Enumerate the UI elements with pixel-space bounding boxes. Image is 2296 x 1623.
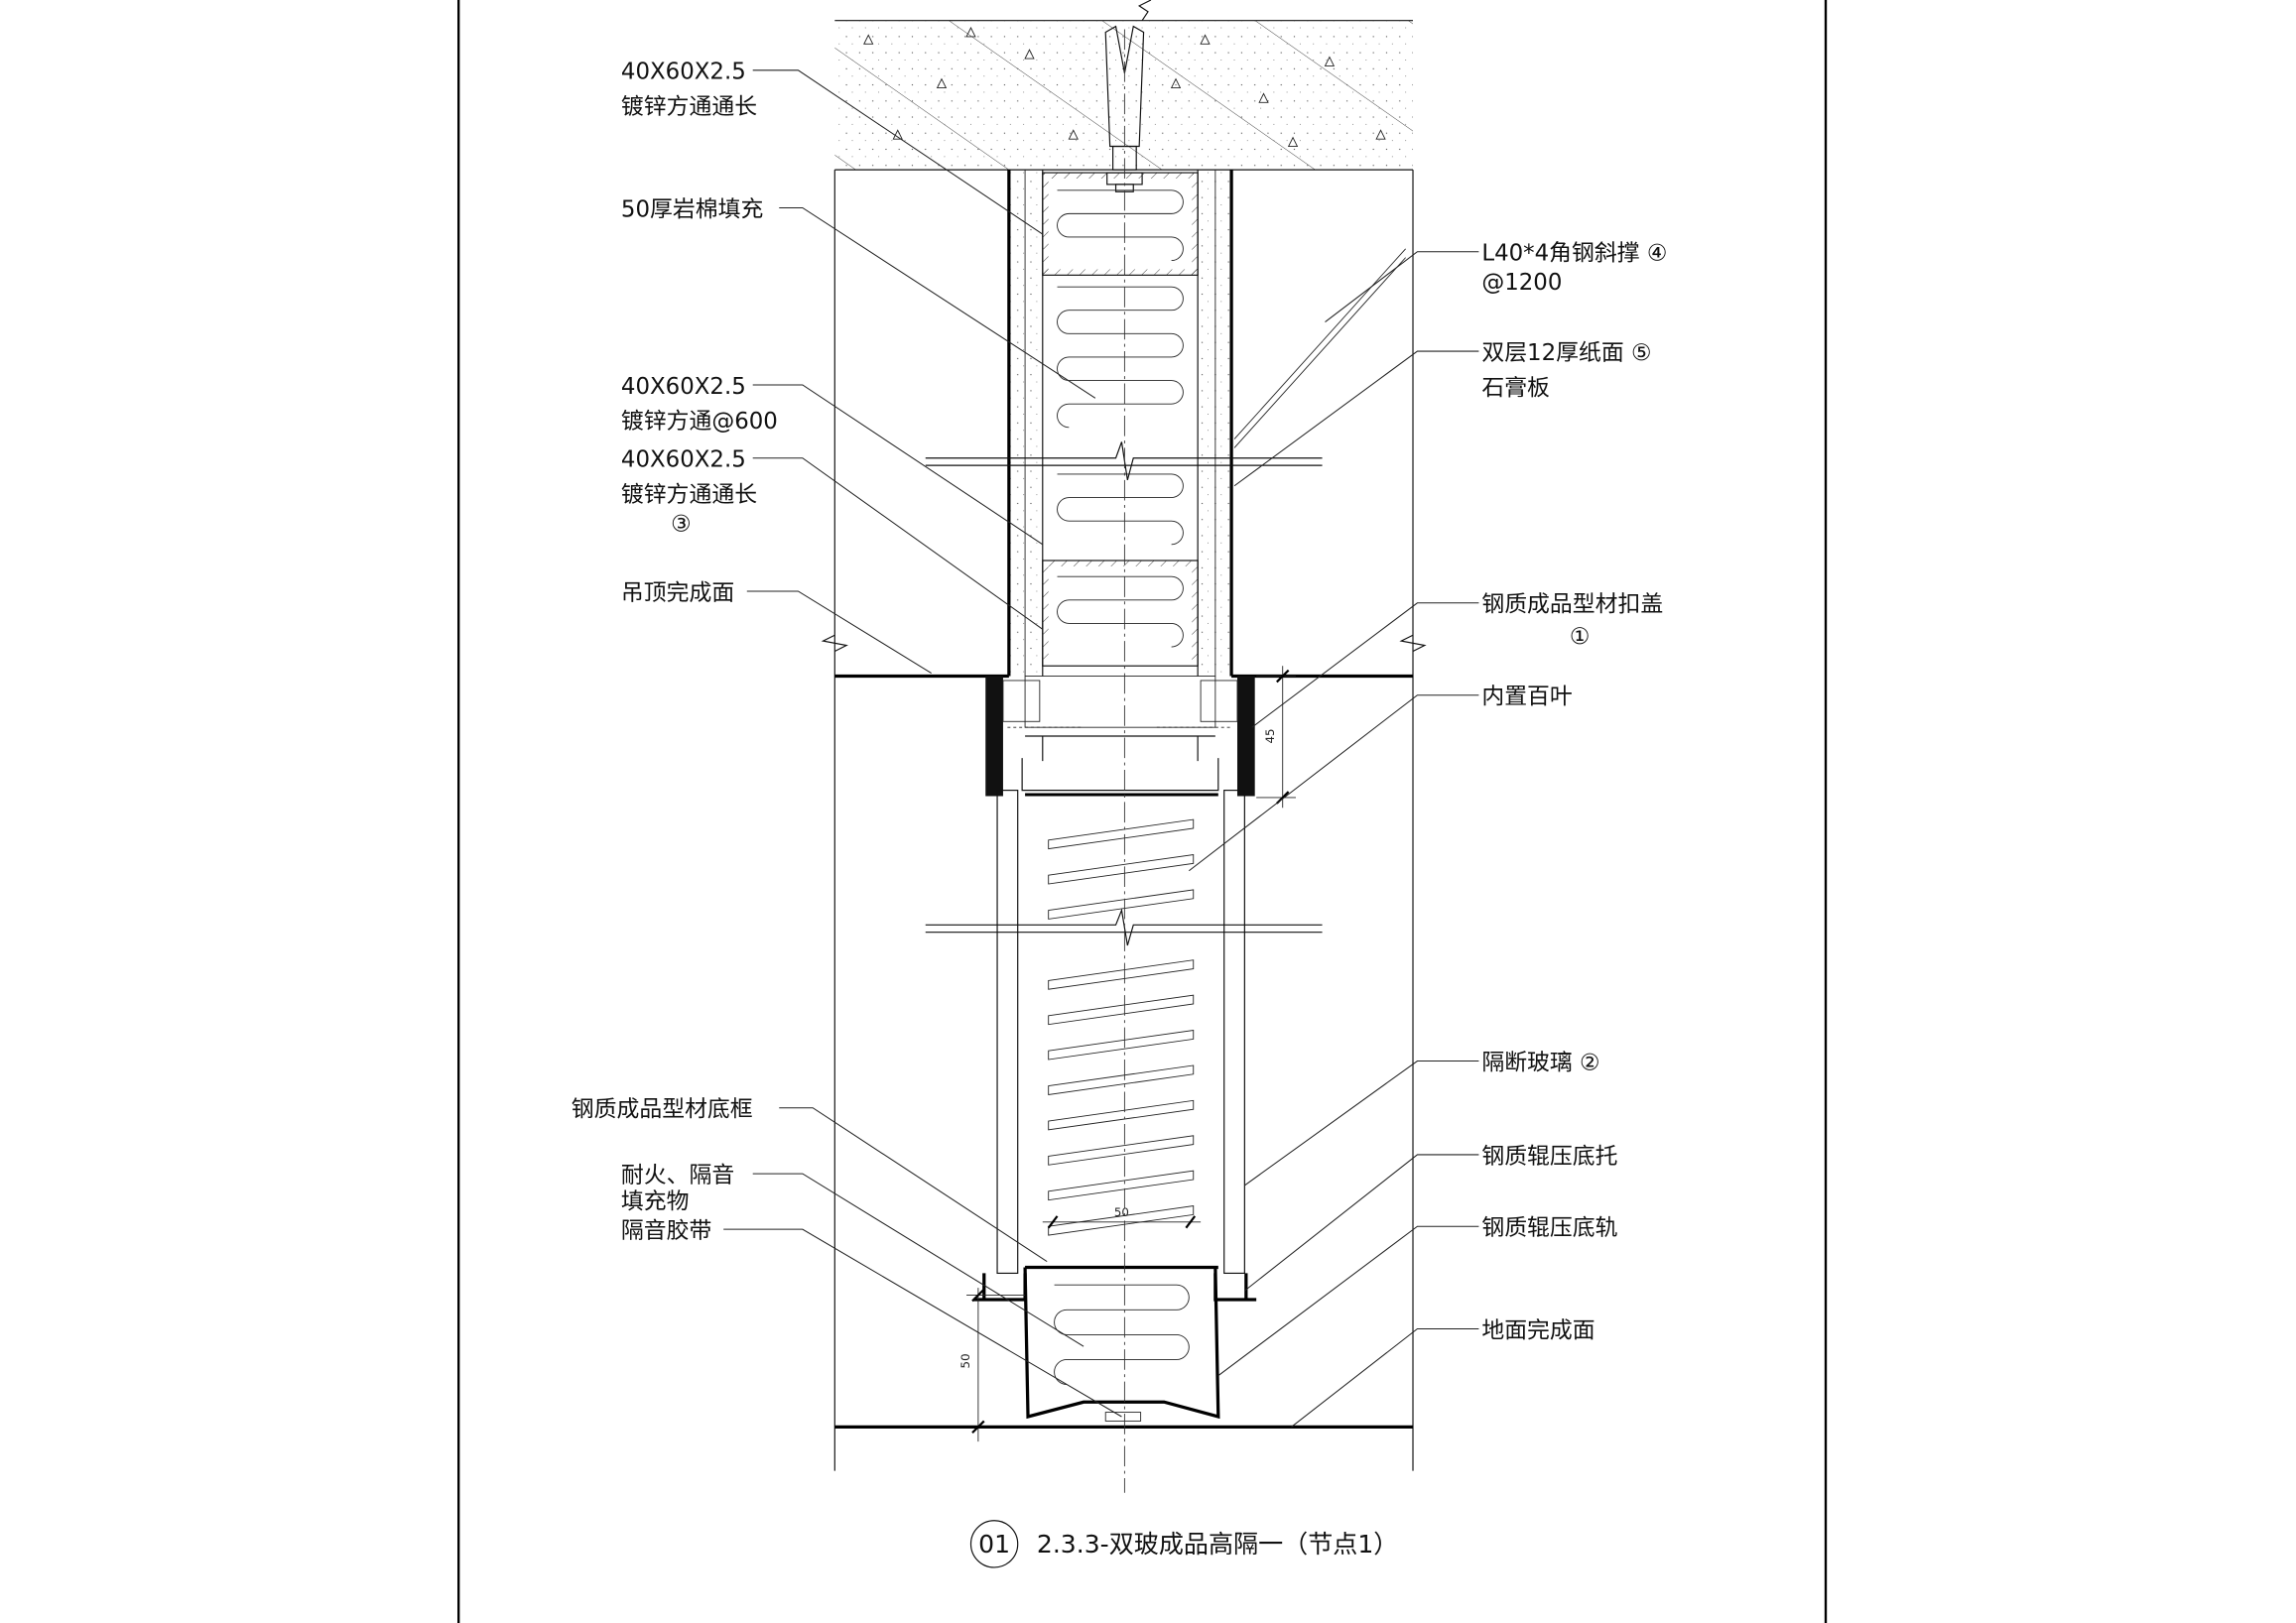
dimension-label: 50 bbox=[1114, 1205, 1129, 1219]
blind-slat bbox=[1048, 1064, 1195, 1095]
callout-tube-top: 40X60X2.5 镀锌方通通长 bbox=[621, 60, 1044, 235]
callout-gypsum-board: 双层12厚纸面 ⑤ 石膏板 bbox=[1233, 340, 1652, 487]
aggregate-mark bbox=[936, 77, 948, 88]
callout-text: 钢质辊压底托 bbox=[1481, 1144, 1617, 1170]
aggregate-mark bbox=[965, 27, 976, 38]
callout-text: 钢质辊压底轨 bbox=[1481, 1215, 1617, 1241]
break-line-lower bbox=[925, 908, 1323, 946]
callout-fire-acoustic-fill: 耐火、隔音 填充物 bbox=[621, 1163, 1084, 1347]
dimension-label: 45 bbox=[1263, 729, 1277, 744]
aggregate-mark bbox=[1258, 92, 1269, 103]
detail-title: 2.3.3-双玻成品高隔一（节点1） bbox=[1037, 1530, 1398, 1559]
blind-slat bbox=[1048, 1099, 1195, 1131]
bottom-track bbox=[973, 1265, 1257, 1422]
blind-slat bbox=[1048, 1170, 1195, 1201]
aggregate-mark bbox=[1170, 77, 1182, 88]
callout-acoustic-tape: 隔音胶带 bbox=[621, 1218, 1122, 1418]
blind-slat bbox=[1048, 1030, 1195, 1061]
upper-stud-wall bbox=[1007, 170, 1406, 677]
callout-text: 钢质成品型材扣盖 bbox=[1481, 592, 1663, 618]
callout-text: ③ bbox=[671, 511, 692, 537]
callout-bottom-rail: 钢质辊压底轨 bbox=[1217, 1215, 1618, 1377]
callout-text: 镀锌方通通长 bbox=[621, 94, 757, 120]
callout-text: 耐火、隔音 bbox=[621, 1163, 734, 1188]
aggregate-mark bbox=[1068, 129, 1079, 140]
aggregate-mark bbox=[1024, 49, 1035, 60]
blind-slat bbox=[1048, 1135, 1195, 1166]
callout-ceiling-finish: 吊顶完成面 bbox=[621, 580, 932, 675]
callout-text: ① bbox=[1570, 624, 1591, 650]
dimension-glass-gap: 50 bbox=[1042, 1205, 1202, 1229]
callout-text: 吊顶完成面 bbox=[621, 580, 734, 606]
callout-bottom-holder: 钢质辊压底托 bbox=[1244, 1144, 1618, 1292]
callout-rockwool: 50厚岩棉填充 bbox=[621, 196, 1096, 399]
callout-text: 钢质成品型材底框 bbox=[572, 1097, 753, 1123]
callout-text: 内置百叶 bbox=[1481, 685, 1572, 710]
blind-slat bbox=[1048, 818, 1195, 850]
rockwool-wave bbox=[1054, 1284, 1190, 1385]
aggregate-mark bbox=[1324, 56, 1336, 66]
callout-text: @1200 bbox=[1481, 270, 1562, 296]
rockwool-wave bbox=[1057, 189, 1184, 262]
aggregate-mark bbox=[1287, 136, 1299, 147]
callout-text: 隔断玻璃 ② bbox=[1481, 1050, 1599, 1075]
drawing-title: 01 2.3.3-双玻成品高隔一（节点1） bbox=[969, 1520, 1398, 1568]
aggregate-mark bbox=[1375, 129, 1386, 140]
callout-text: 50厚岩棉填充 bbox=[621, 196, 763, 222]
callout-text: 地面完成面 bbox=[1481, 1317, 1594, 1343]
aggregate-mark bbox=[1200, 34, 1211, 45]
detail-number-circle bbox=[969, 1520, 1019, 1568]
rockwool-fill bbox=[1057, 189, 1184, 648]
aggregate-mark bbox=[863, 34, 874, 45]
callout-text: 40X60X2.5 bbox=[621, 374, 746, 400]
detail-number: 01 bbox=[978, 1530, 1010, 1559]
rockwool-wave bbox=[1057, 575, 1184, 648]
callout-tube-bottom: 40X60X2.5 镀锌方通通长 ③ bbox=[621, 447, 1044, 630]
concrete-slab bbox=[834, 0, 1414, 171]
blind-slat bbox=[1048, 1205, 1195, 1236]
callout-tube-600: 40X60X2.5 镀锌方通@600 bbox=[621, 374, 1044, 546]
callout-text: 镀锌方通@600 bbox=[621, 409, 778, 435]
callout-text: 40X60X2.5 bbox=[621, 447, 746, 473]
rockwool-wave bbox=[1057, 473, 1184, 546]
rockwool-wave bbox=[1057, 286, 1184, 429]
callout-text: L40*4角钢斜撑 ④ bbox=[1481, 241, 1667, 267]
callout-partition-glass: 隔断玻璃 ② bbox=[1244, 1050, 1600, 1186]
partition-glass bbox=[996, 790, 1245, 1275]
callout-text: 隔音胶带 bbox=[621, 1218, 711, 1244]
dimension-label: 50 bbox=[958, 1353, 972, 1368]
callout-angle-brace: L40*4角钢斜撑 ④ @1200 bbox=[1325, 241, 1667, 322]
callout-text: 填充物 bbox=[621, 1189, 690, 1215]
dimension-track-height: 50 bbox=[958, 1288, 1026, 1442]
callout-floor-finish: 地面完成面 bbox=[1291, 1317, 1595, 1428]
callout-text: 镀锌方通通长 bbox=[621, 482, 757, 508]
blind-slat bbox=[1048, 959, 1195, 990]
callout-internal-blinds: 内置百叶 bbox=[1188, 685, 1573, 872]
steel-cap-profile bbox=[985, 676, 1255, 797]
internal-blinds bbox=[1048, 818, 1195, 1236]
callout-text: 40X60X2.5 bbox=[621, 60, 746, 85]
blind-slat bbox=[1048, 854, 1195, 885]
aggregate-mark bbox=[892, 129, 903, 140]
callout-cap-profile: 钢质成品型材扣盖 ① bbox=[1251, 592, 1663, 728]
dimension-cap-height: 45 bbox=[1256, 666, 1296, 809]
callout-text: 石膏板 bbox=[1481, 375, 1550, 401]
callout-text: 双层12厚纸面 ⑤ bbox=[1481, 340, 1651, 366]
blind-slat bbox=[1048, 994, 1195, 1026]
blind-slat bbox=[1048, 889, 1195, 920]
callout-bottom-frame: 钢质成品型材底框 bbox=[572, 1097, 1048, 1263]
